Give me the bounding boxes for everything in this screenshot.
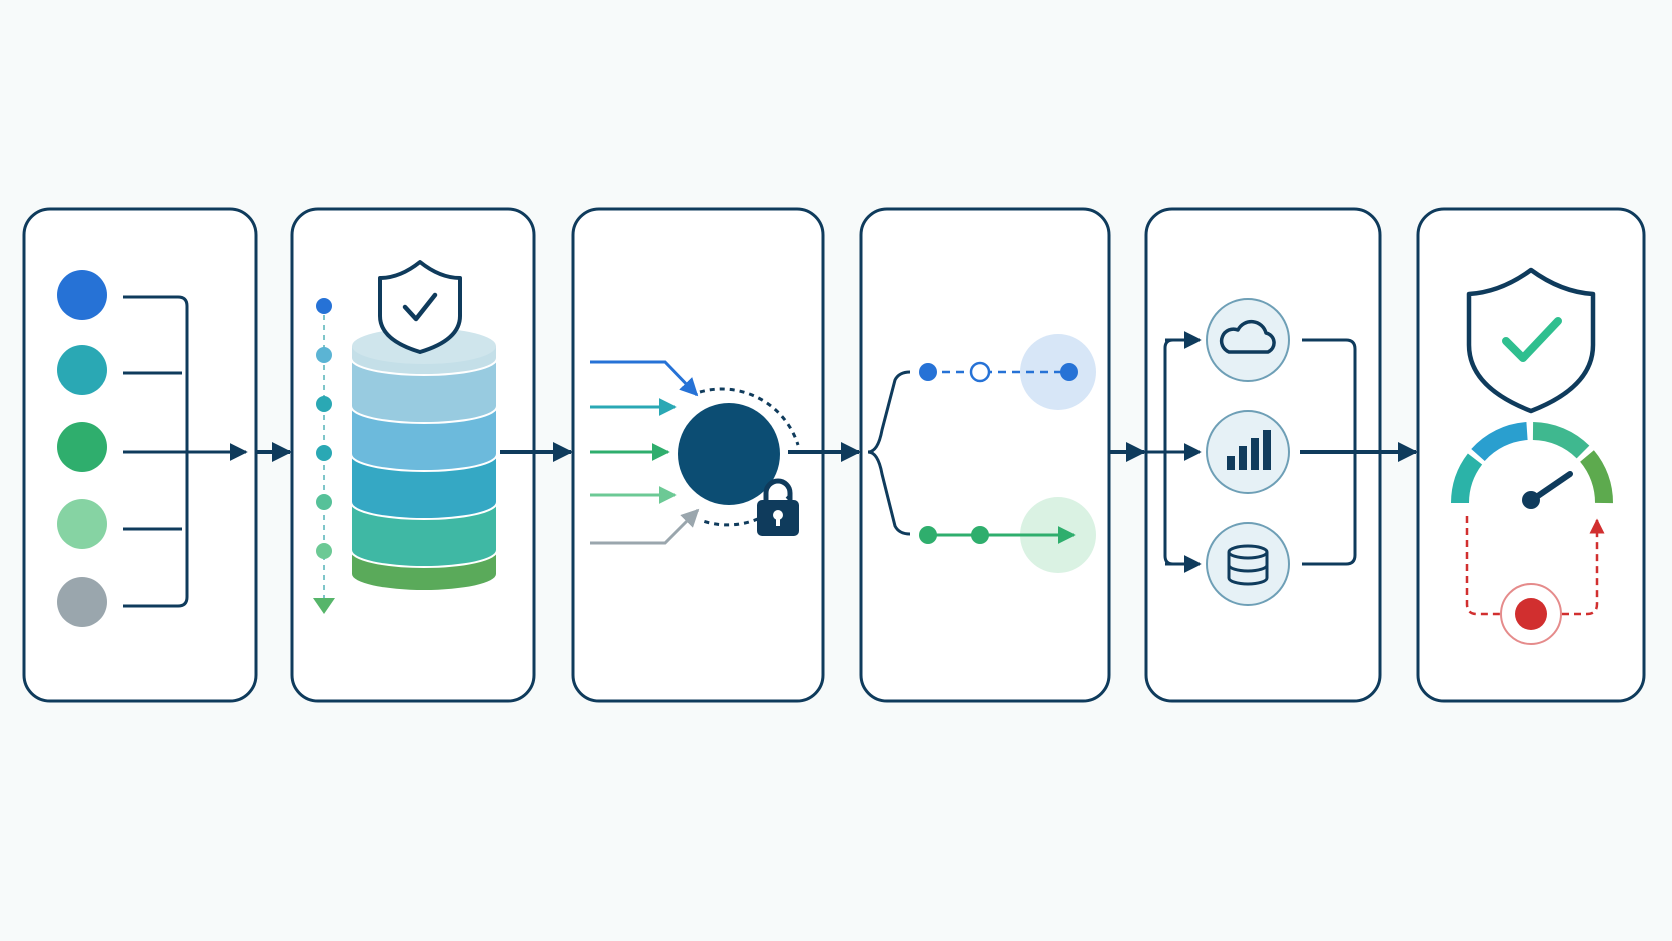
- layered-database-icon: [350, 328, 498, 590]
- alert-loop: [1465, 516, 1597, 616]
- panel-routing: [859, 207, 1111, 703]
- gauge-icon: [1451, 422, 1614, 509]
- route-dot-green-mid: [971, 526, 989, 544]
- route-dot-blue: [919, 363, 937, 381]
- collect-connector: [1302, 338, 1357, 566]
- timeline-dot: [316, 494, 332, 510]
- source-node-light-green: [57, 499, 107, 549]
- shield-check-icon: [1466, 267, 1596, 414]
- split-connector: [867, 370, 911, 536]
- route-dot-green: [919, 526, 937, 544]
- input-arrow-blue: [590, 360, 699, 397]
- shield-check-icon: [378, 260, 462, 354]
- destinations-group: [1109, 298, 1357, 606]
- input-arrow-gray: [590, 508, 700, 545]
- secure-aggregation-group: [590, 360, 800, 545]
- timeline-dot: [316, 298, 332, 314]
- timeline-dot: [316, 543, 332, 559]
- sources-group: [57, 270, 248, 627]
- timeline-dot: [316, 347, 332, 363]
- routing-group: [867, 334, 1096, 573]
- cloud-icon: [1206, 298, 1290, 382]
- source-node-teal: [57, 345, 107, 395]
- timeline-arrow-head: [313, 598, 335, 614]
- monitoring-group: [1451, 267, 1614, 645]
- source-node-green: [57, 422, 107, 472]
- route-dot-blue-end: [1060, 363, 1078, 381]
- route-dot-hollow: [969, 361, 991, 383]
- aggregation-node: [678, 403, 780, 505]
- source-node-blue: [57, 270, 107, 320]
- source-node-gray: [57, 577, 107, 627]
- bar-chart-icon: [1206, 410, 1290, 494]
- timeline-dot: [316, 445, 332, 461]
- lock-icon: [757, 478, 799, 536]
- alert-icon: [1465, 516, 1597, 645]
- timeline-dot: [316, 396, 332, 412]
- database-icon: [1206, 522, 1290, 606]
- validated-store-group: [313, 260, 498, 614]
